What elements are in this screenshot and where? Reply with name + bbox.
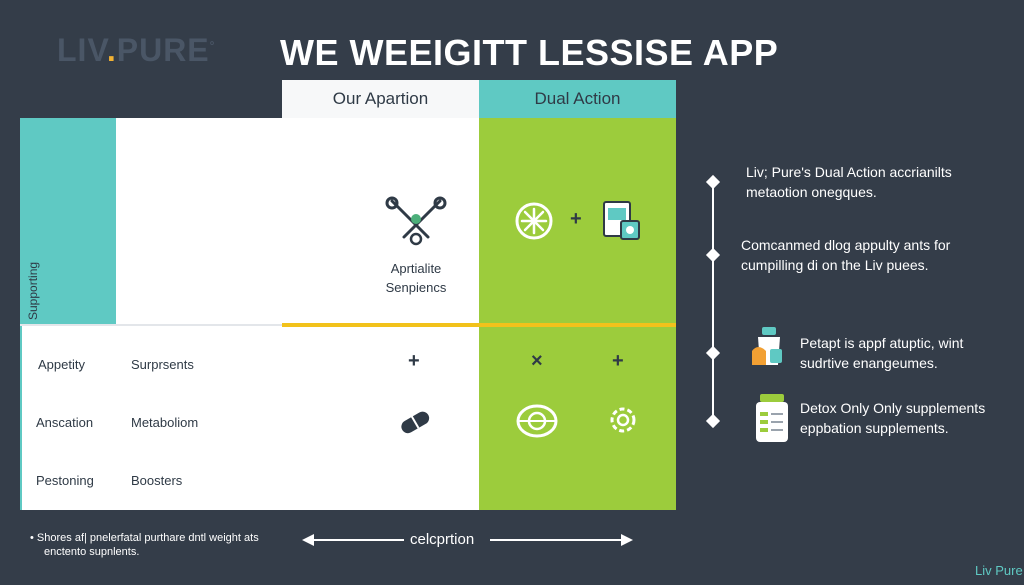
feature-caption-line1: Aprtialite: [390, 261, 442, 276]
column-header-ours: Our Apartion: [282, 80, 479, 118]
page-title: WE WEEIGITT LESSISE APP: [280, 32, 779, 73]
row-label-anscation: Anscation: [36, 415, 94, 430]
timeline-line: [712, 182, 714, 422]
note-3: Petapt is appf atuptic, wint sudrtive en…: [800, 333, 963, 373]
row-sub-metabolism: Metaboliom: [131, 415, 199, 430]
corner-brand: Liv Pure: [975, 563, 1023, 578]
feature-caption-line2: Senpiencs: [385, 280, 447, 295]
table-divider-left: [20, 324, 282, 326]
timeline-marker-2: [705, 247, 721, 263]
supplement-jar-icon: [752, 392, 792, 444]
timeline-marker-3: [705, 345, 721, 361]
brand-logo-mark: °: [209, 38, 216, 53]
timeline-marker-4: [705, 413, 721, 429]
supplement-box-icon: [601, 199, 643, 243]
capsule-icon: [398, 407, 432, 437]
note-1-line1: Liv; Pure's Dual Action accrianilts: [746, 164, 952, 180]
side-label-supporting: Supporting: [26, 261, 40, 320]
plus-icon: +: [570, 208, 582, 230]
shaker-bottle-icon: [748, 325, 790, 369]
note-2: Comcanmed dlog appulty ants for cumpilli…: [741, 235, 950, 275]
dual-plus-icon: +: [612, 350, 624, 372]
arrow-label: celcprtion: [410, 531, 475, 548]
green-dual-action-column: [479, 118, 676, 510]
row-sub-appetite: Surprsents: [131, 357, 194, 372]
arrow-line-left: [312, 539, 404, 541]
row-sub-boosters: Boosters: [131, 473, 183, 488]
footnote-line1: • Shores af| pnelerfatal purthare dntl w…: [30, 532, 259, 544]
row-label-background: [22, 325, 116, 510]
ours-plus-icon: +: [408, 350, 420, 372]
footnote-line1-text: Shores af| pnelerfatal purthare dntl wei…: [36, 532, 259, 544]
seed-icon: [515, 402, 559, 440]
note-2-line1: Comcanmed dlog appulty ants for: [741, 237, 951, 253]
row-label-pestoning: Pestoning: [36, 473, 94, 488]
brand-logo-part2: PURE: [116, 32, 210, 68]
brand-logo: LIV.PURE°: [57, 32, 215, 69]
note-4-line1: Detox Only Only supplements: [800, 400, 986, 416]
note-3-line1: Petapt is appf atuptic, wint: [800, 335, 964, 351]
table-divider-highlight: [282, 323, 676, 327]
timeline-marker-1: [705, 174, 721, 190]
note-3-line2: sudrtive enangeumes.: [800, 355, 938, 371]
column-header-dual-action: Dual Action: [479, 80, 676, 118]
citrus-icon: [514, 201, 554, 241]
footnote-line2: enctento supnlents.: [44, 546, 140, 558]
note-2-line2: cumpilling di on the Liv puees.: [741, 257, 929, 273]
row-label-appetite: Appetity: [38, 357, 85, 372]
note-4: Detox Only Only supplements eppbation su…: [800, 398, 985, 438]
tools-icon: [384, 195, 448, 247]
arrow-right-icon: [621, 534, 633, 546]
brand-logo-dot: .: [106, 32, 117, 68]
arrow-line-right: [490, 539, 623, 541]
note-1: Liv; Pure's Dual Action accrianilts meta…: [746, 162, 952, 202]
arrow-left-icon: [302, 534, 314, 546]
dual-cross-icon: ×: [531, 350, 543, 372]
white-comparison-column: [116, 118, 479, 510]
gear-icon: [605, 402, 641, 438]
note-1-line2: metaotion onegques.: [746, 184, 877, 200]
note-4-line2: eppbation supplements.: [800, 420, 949, 436]
footnote: • Shores af| pnelerfatal purthare dntl w…: [30, 531, 259, 559]
feature-caption: Aprtialite Senpiencs: [356, 259, 476, 297]
brand-logo-part1: LIV: [57, 32, 107, 68]
